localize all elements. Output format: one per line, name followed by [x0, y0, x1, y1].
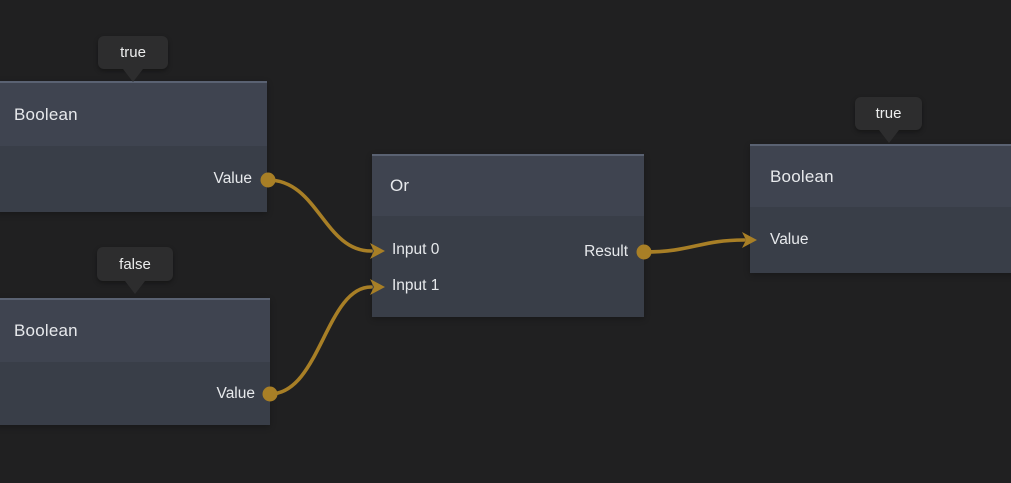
badge-text: true — [120, 44, 146, 61]
input-port-label: Value — [770, 231, 809, 248]
output-port-label: Value — [216, 384, 256, 402]
node-title: Boolean — [14, 321, 78, 340]
badge-text: true — [875, 105, 902, 122]
node-boolean-true-1[interactable]: Boolean Value — [0, 81, 267, 212]
output-port-label: Value — [213, 170, 253, 187]
node-title-bar[interactable]: Or — [372, 154, 644, 216]
connection-wire-or-result-to-bool3[interactable] — [642, 238, 746, 254]
node-body: Input 0 Input 1 Result — [372, 216, 644, 317]
node-title: Or — [390, 176, 410, 195]
value-badge-false: false — [97, 247, 173, 294]
node-title-bar[interactable]: Boolean — [750, 144, 1011, 207]
node-body: Value — [0, 146, 267, 212]
value-badge-true-1: true — [98, 36, 168, 82]
tooltip-tail — [123, 69, 143, 82]
tooltip-tail — [878, 130, 899, 143]
node-or[interactable]: Or Input 0 Input 1 Result — [372, 154, 644, 317]
input-port-label-0: Input 0 — [392, 241, 440, 258]
connection-wire-bool1-to-or-input0[interactable] — [266, 178, 373, 253]
node-title: Boolean — [770, 166, 834, 186]
node-boolean-true-2[interactable]: Boolean Value — [750, 144, 1011, 273]
value-badge-true-2: true — [855, 97, 922, 143]
node-boolean-false[interactable]: Boolean Value — [0, 298, 270, 425]
tooltip-tail — [125, 281, 145, 294]
node-body: Value — [0, 362, 270, 425]
connection-wire-bool2-to-or-input1[interactable] — [268, 285, 373, 396]
input-port-label-1: Input 1 — [392, 277, 440, 294]
output-port-label: Result — [584, 243, 628, 260]
node-title-bar[interactable]: Boolean — [0, 81, 267, 146]
node-title: Boolean — [14, 104, 78, 124]
node-body: Value — [750, 207, 1011, 273]
badge-text: false — [119, 255, 151, 273]
node-title-bar[interactable]: Boolean — [0, 298, 270, 362]
